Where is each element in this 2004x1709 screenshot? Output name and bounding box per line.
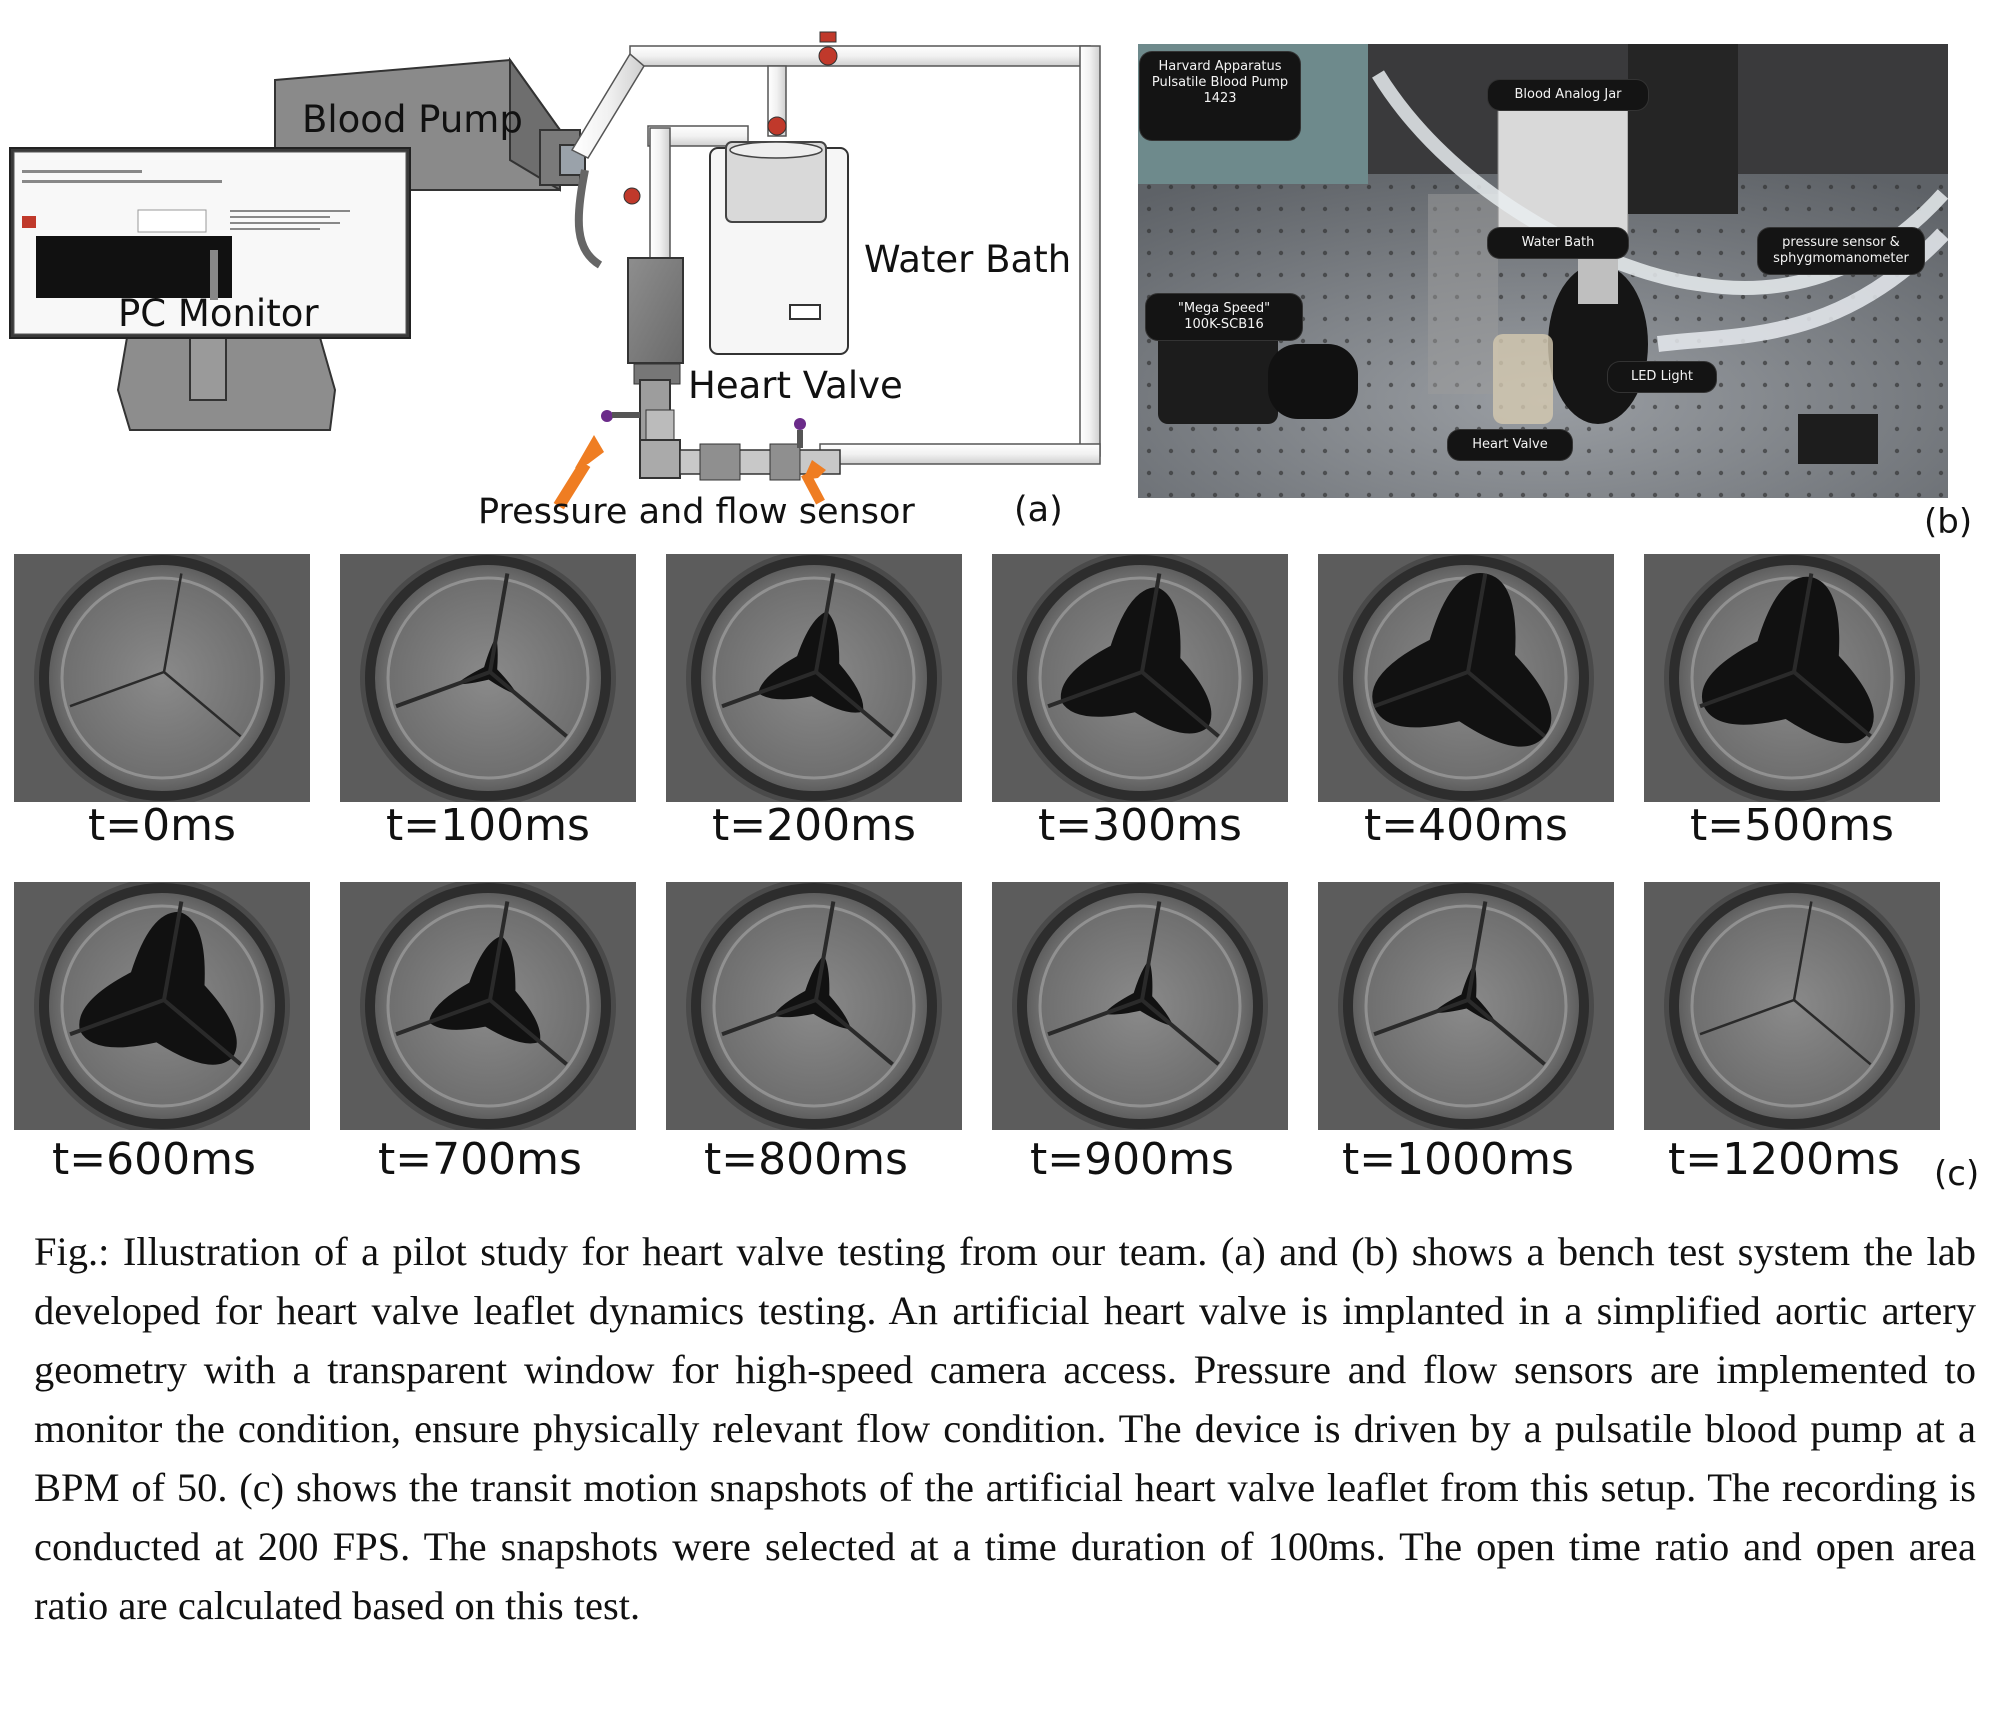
snapshot-time-label: t=500ms — [1690, 800, 1894, 851]
tag-pressure-sensor: pressure sensor & sphygmomanometer — [1758, 228, 1924, 274]
valve-snapshot-5 — [1644, 554, 1940, 802]
red-valve-taps — [623, 31, 838, 205]
leaflet-line — [488, 901, 510, 1001]
snapshot-time-label: t=200ms — [712, 800, 916, 851]
valve-snapshot-8 — [666, 882, 962, 1130]
leaflet-line — [814, 998, 894, 1066]
leaflet-line — [395, 670, 491, 709]
leaflet-line — [1140, 998, 1220, 1066]
label-water-bath: Water Bath — [864, 238, 1072, 281]
leaflet-line — [1792, 573, 1814, 673]
leaflet-line — [488, 670, 568, 738]
snapshot-time-label: t=1000ms — [1342, 1134, 1574, 1185]
tag-blood-pump: Harvard Apparatus Pulsatile Blood Pump 1… — [1140, 52, 1300, 140]
label-heart-valve: Heart Valve — [688, 364, 903, 407]
leaflet-line — [488, 998, 568, 1066]
leaflet-line — [1466, 573, 1488, 673]
valve-snapshot-9 — [992, 882, 1288, 1130]
valve-snapshot-0 — [14, 554, 310, 802]
leaflet-line — [1466, 670, 1546, 738]
valve-snapshot-2 — [666, 554, 962, 802]
leaflet-line — [1140, 901, 1162, 1001]
leaflet-line — [69, 670, 165, 708]
valve-snapshot-3 — [992, 554, 1288, 802]
leaflet-line — [721, 670, 817, 709]
leaflet-line — [163, 671, 242, 738]
bench-test-schematic — [9, 31, 1101, 510]
leaflet-line — [1466, 998, 1546, 1066]
snapshot-time-label: t=400ms — [1364, 800, 1568, 851]
snapshot-time-label: t=300ms — [1038, 800, 1242, 851]
label-pc-monitor: PC Monitor — [118, 292, 319, 335]
leaflet-line — [1047, 998, 1143, 1037]
leaflet-line — [1373, 670, 1469, 709]
snapshot-time-label: t=100ms — [386, 800, 590, 851]
leaflet-line — [1047, 670, 1143, 709]
leaflet-line — [162, 998, 242, 1066]
leaflet-line — [395, 998, 491, 1037]
leaflet-line — [1140, 573, 1162, 673]
panel-letter-a: (a) — [1014, 490, 1063, 530]
snapshot-time-label: t=0ms — [88, 800, 236, 851]
leaflet-line — [814, 670, 894, 738]
tag-led-light: LED Light — [1608, 362, 1716, 392]
leaflet-line — [1699, 998, 1795, 1036]
sensor-arrows — [553, 435, 826, 510]
snapshot-time-label: t=600ms — [52, 1134, 256, 1185]
leaflet-line — [1793, 999, 1872, 1066]
snapshot-time-label: t=900ms — [1030, 1134, 1234, 1185]
leaflet-line — [1466, 901, 1488, 1001]
label-pressure-flow-sensor: Pressure and flow sensor — [478, 492, 915, 532]
compliance-chamber — [627, 257, 684, 385]
tag-blood-analog-jar: Blood Analog Jar — [1488, 80, 1648, 110]
leaflet-line — [1792, 901, 1813, 1001]
panel-letter-c: (c) — [1934, 1154, 1980, 1194]
valve-snapshot-6 — [14, 882, 310, 1130]
leaflet-line — [814, 573, 836, 673]
panel-a-schematic: Blood Pump PC Monitor Water Bath Heart V… — [0, 20, 1120, 540]
label-blood-pump: Blood Pump — [302, 98, 523, 141]
figure-caption: Fig.: Illustration of a pilot study for … — [34, 1229, 1976, 1628]
heart-valve-assembly — [601, 379, 841, 481]
leaflet-line — [1699, 670, 1795, 709]
valve-snapshot-11 — [1644, 882, 1940, 1130]
leaflet-line — [162, 573, 183, 673]
leaflet-line — [1792, 670, 1872, 738]
valve-snapshot-10 — [1318, 882, 1614, 1130]
tag-water-bath: Water Bath — [1488, 228, 1628, 258]
tag-heart-valve: Heart Valve — [1448, 430, 1572, 460]
pipe-loop — [570, 45, 1101, 465]
pc-monitor-drawing — [9, 147, 411, 431]
snapshot-time-label: t=800ms — [704, 1134, 908, 1185]
panel-letter-b: (b) — [1924, 502, 1973, 542]
leaflet-line — [69, 998, 165, 1037]
tag-camera: "Mega Speed" 100K-SCB16 — [1146, 294, 1302, 340]
valve-snapshot-1 — [340, 554, 636, 802]
leaflet-line — [814, 901, 836, 1001]
snapshot-time-label: t=1200ms — [1668, 1134, 1900, 1185]
valve-snapshot-4 — [1318, 554, 1614, 802]
leaflet-line — [721, 998, 817, 1037]
water-bath-drawing — [709, 141, 849, 355]
leaflet-line — [1140, 670, 1220, 738]
leaflet-line — [488, 573, 510, 673]
leaflet-line — [162, 901, 184, 1001]
valve-snapshot-7 — [340, 882, 636, 1130]
panel-b-photo: Harvard Apparatus Pulsatile Blood Pump 1… — [1138, 44, 1948, 498]
snapshot-time-label: t=700ms — [378, 1134, 582, 1185]
leaflet-line — [1373, 998, 1469, 1037]
